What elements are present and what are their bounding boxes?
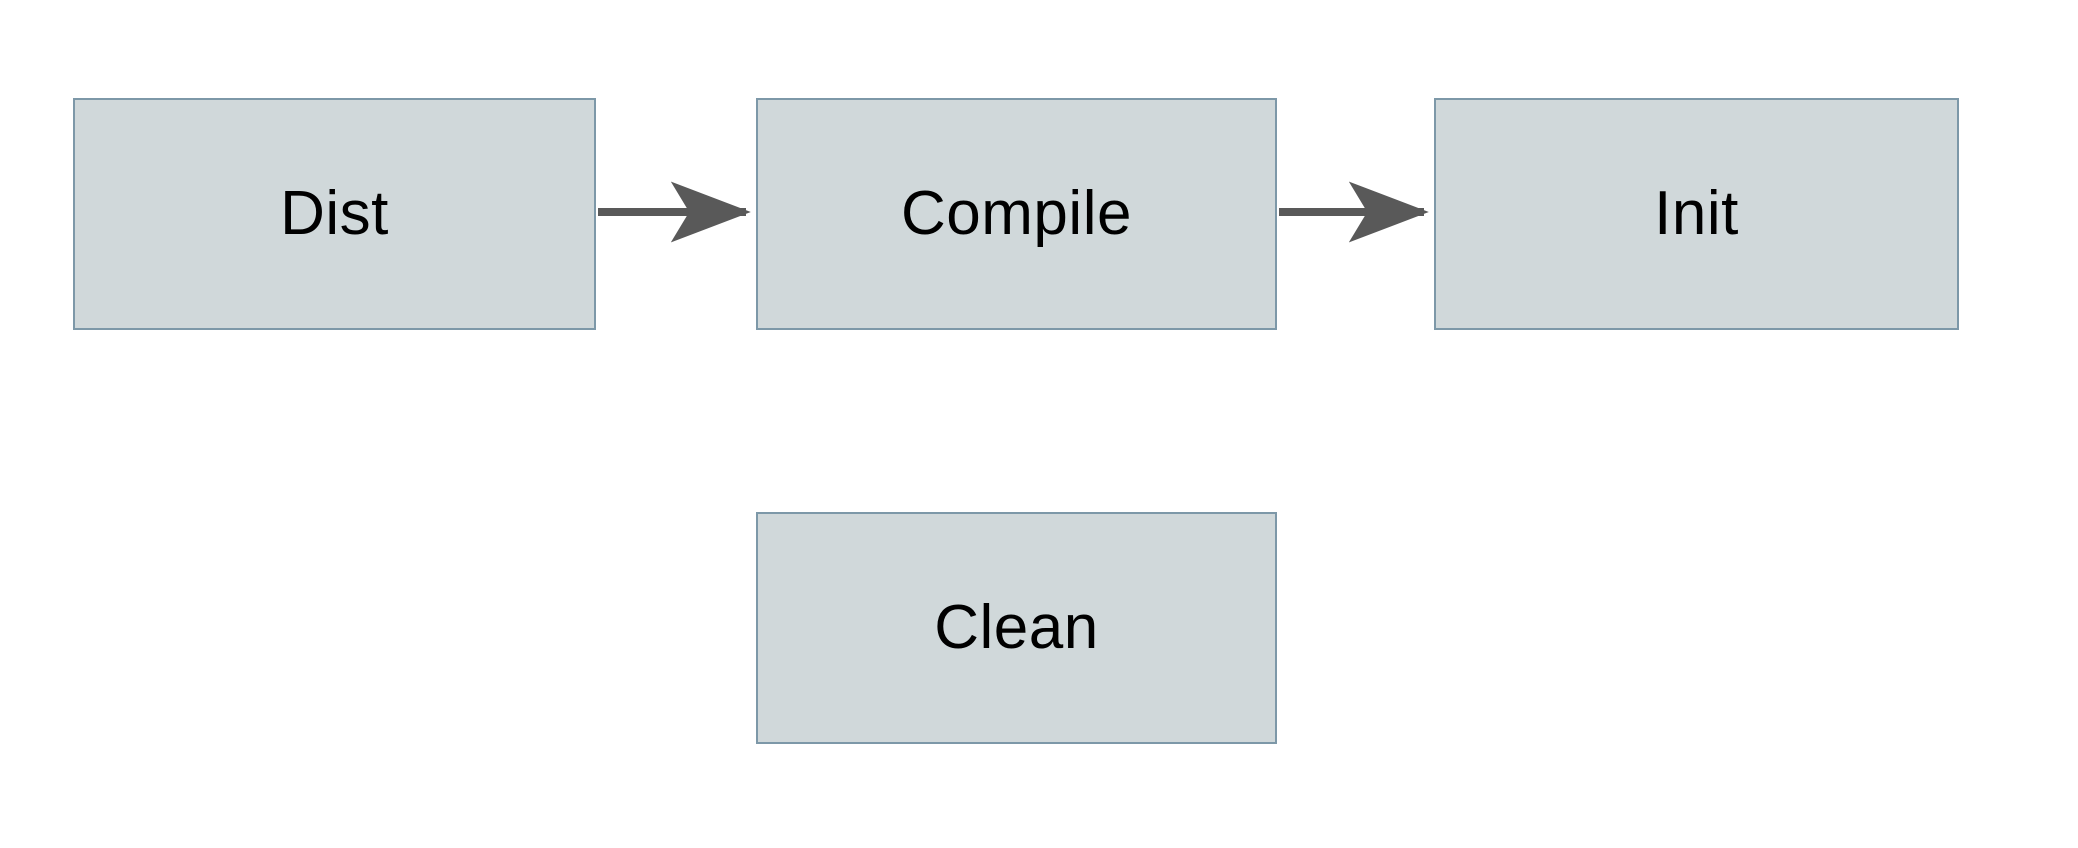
node-dist[interactable]: Dist <box>73 98 596 330</box>
node-init-label: Init <box>1654 179 1739 248</box>
node-clean-label: Clean <box>934 593 1099 662</box>
node-compile-label: Compile <box>901 179 1132 248</box>
node-clean[interactable]: Clean <box>756 512 1277 744</box>
edge-dist-to-compile[interactable] <box>598 181 756 243</box>
edge-compile-to-init[interactable] <box>1279 181 1434 243</box>
node-init[interactable]: Init <box>1434 98 1959 330</box>
node-compile[interactable]: Compile <box>756 98 1277 330</box>
node-dist-label: Dist <box>280 179 389 248</box>
